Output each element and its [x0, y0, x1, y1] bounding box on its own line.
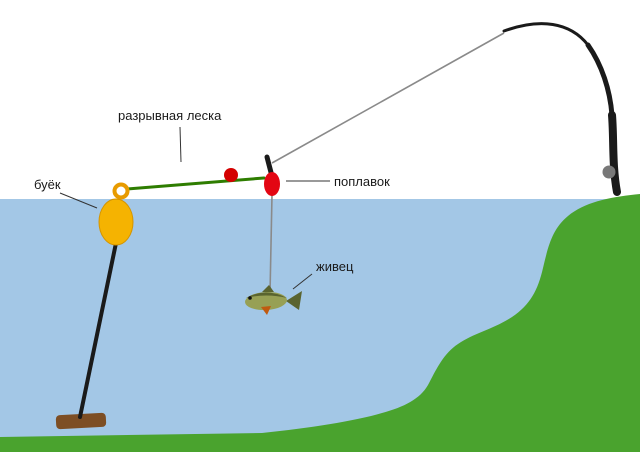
bait-line — [269, 194, 273, 295]
pointer-buoy — [59, 192, 98, 209]
line-bead — [224, 168, 238, 182]
land-hill — [0, 194, 640, 452]
label-bait: живец — [316, 259, 354, 274]
fish-tail — [286, 291, 302, 310]
pointer-breaking-line — [179, 126, 182, 163]
fish-body — [245, 291, 287, 311]
rod-butt-segment — [608, 111, 621, 196]
label-buoy: буёк — [34, 177, 61, 192]
fish-dorsal-fin — [262, 285, 274, 292]
mooring-rope — [78, 241, 118, 419]
label-float: поплавок — [334, 174, 390, 189]
buoy-ring — [112, 182, 130, 200]
pointer-bait — [292, 273, 313, 290]
bait-fish — [245, 285, 302, 315]
fish-pelvic-fin — [261, 306, 271, 315]
sky — [0, 0, 640, 199]
buoy-body — [98, 198, 134, 246]
float-body — [264, 172, 280, 196]
rod-tip-segment — [502, 22, 590, 47]
label-breaking-line: разрывная леска — [118, 108, 222, 123]
fish-back — [246, 292, 287, 298]
breaking-line — [125, 176, 266, 191]
rod-line — [271, 32, 505, 164]
reel-knob — [602, 165, 616, 179]
rod-mid-segment — [585, 42, 615, 118]
fishing-rod — [502, 22, 621, 196]
anchor-weight — [55, 412, 107, 430]
fish-eye — [248, 296, 252, 300]
